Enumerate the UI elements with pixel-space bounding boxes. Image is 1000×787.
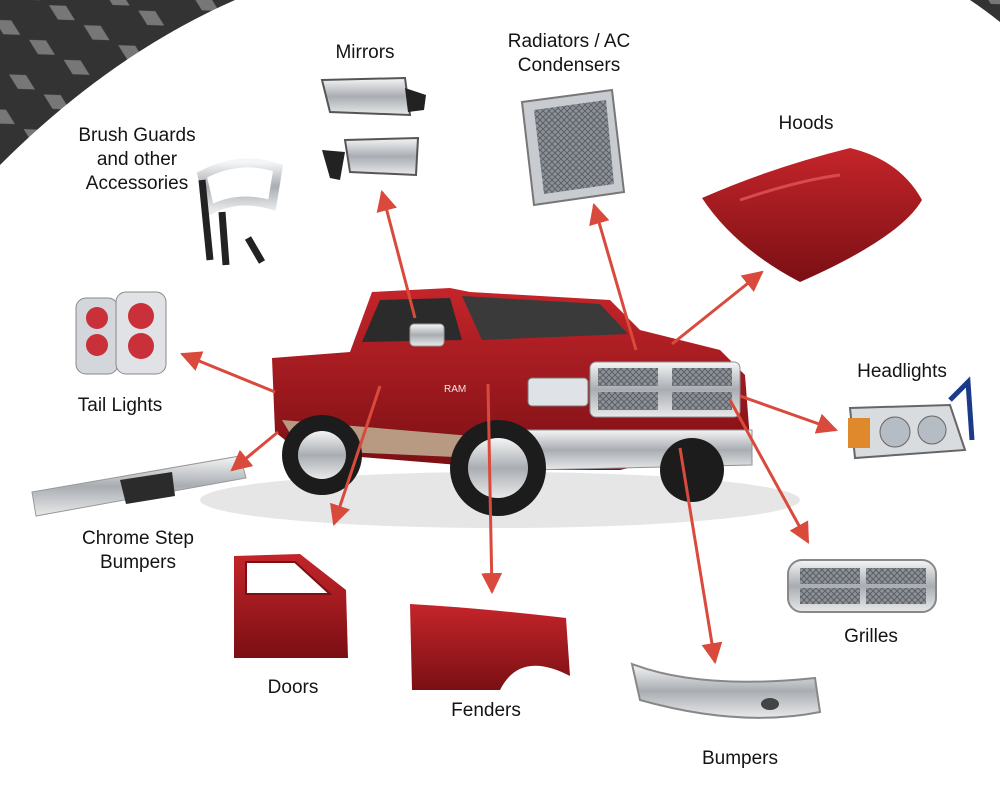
label-headlights: Headlights: [857, 361, 947, 382]
label-bumpers: Bumpers: [701, 748, 779, 769]
brush-guard-image: [196, 158, 284, 266]
diamond-plate-top-right: [970, 0, 1000, 22]
chrome-step-bumper-image: [31, 455, 247, 517]
label-chrome-step-bumpers: Chrome Step Bumpers: [82, 528, 194, 573]
tail-lights-image: [75, 291, 167, 375]
hood-image: [702, 148, 922, 282]
arrow-tail-lights: [180, 351, 276, 394]
arrow-radiators: [589, 202, 638, 351]
label-fenders: Fenders: [451, 700, 521, 721]
truck-front-right-wheel: [660, 438, 724, 502]
grille-image: [787, 559, 937, 613]
label-grilles: Grilles: [844, 626, 898, 647]
arrow-bumpers: [678, 447, 723, 665]
truck-badge: RAM: [444, 384, 466, 395]
truck-side-mirror: [409, 323, 445, 347]
radiator-image: [520, 88, 626, 207]
arrow-headlights: [739, 394, 838, 434]
pickup-truck: RAM: [200, 288, 800, 528]
fender-image: [410, 604, 570, 690]
diamond-plate-top-left: [0, 0, 235, 165]
label-radiators: Radiators / AC Condensers: [507, 31, 631, 76]
arrow-doors: [330, 385, 382, 526]
label-hoods: Hoods: [778, 113, 834, 134]
truck-headlight: [527, 377, 589, 407]
door-image: [234, 554, 348, 658]
label-brush-guards: Brush Guards and other Accessories: [78, 125, 196, 194]
arrow-fenders: [481, 383, 503, 595]
arrow-hoods: [671, 270, 764, 346]
label-doors: Doors: [267, 677, 319, 698]
label-mirrors: Mirrors: [335, 42, 395, 63]
label-tail-lights: Tail Lights: [77, 395, 163, 416]
bumper-image: [630, 662, 822, 719]
mirrors-image: [320, 76, 426, 180]
headlight-image: [848, 376, 975, 460]
arrow-grilles: [728, 399, 810, 544]
arrow-mirrors: [376, 189, 417, 319]
truck-windshield: [462, 296, 628, 340]
pointer-arrows: [180, 189, 838, 665]
arrow-chrome-step-bumpers: [230, 430, 279, 472]
